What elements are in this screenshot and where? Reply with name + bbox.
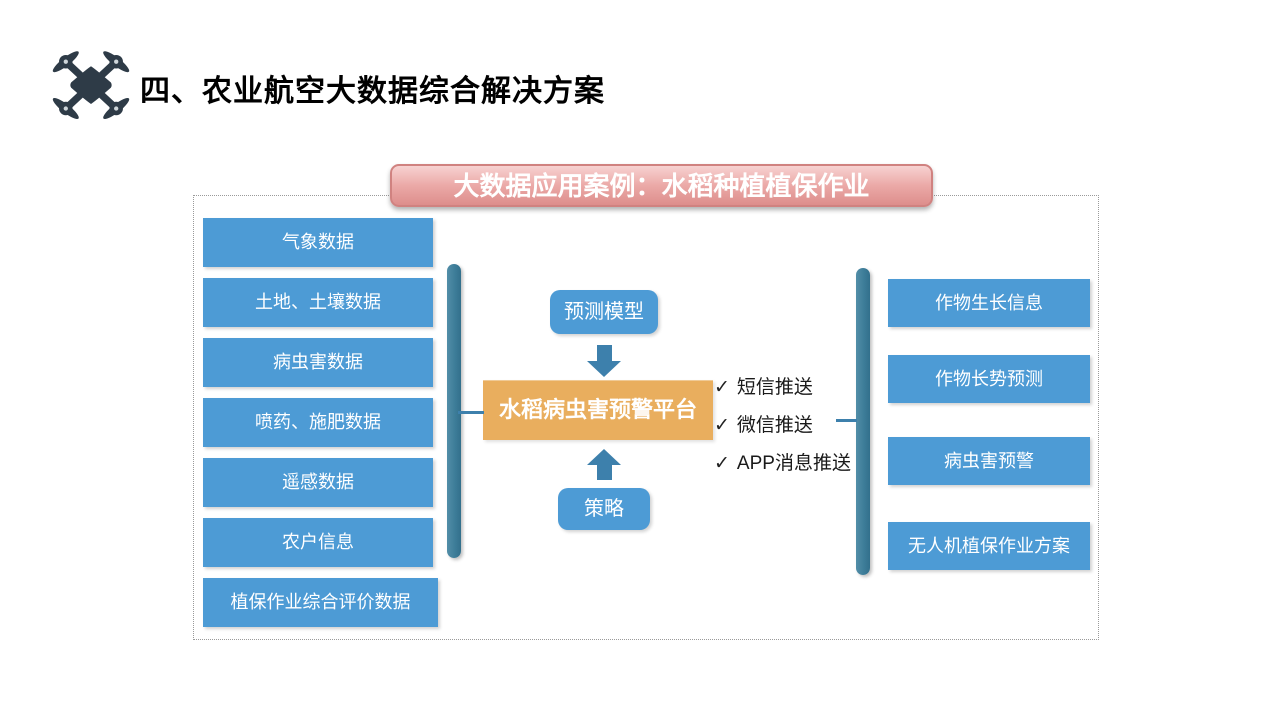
warning-platform-box: 水稻病虫害预警平台 bbox=[483, 380, 713, 440]
strategy-box: 策略 bbox=[558, 488, 650, 530]
push-item-wechat: ✓ 微信推送 bbox=[714, 410, 813, 437]
check-icon: ✓ bbox=[714, 453, 730, 474]
check-icon: ✓ bbox=[714, 377, 730, 398]
push-item-label: APP消息推送 bbox=[736, 453, 851, 474]
check-icon: ✓ bbox=[714, 415, 730, 436]
right-box-pest-warning: 病虫害预警 bbox=[888, 437, 1090, 485]
left-box-remote-sensing: 遥感数据 bbox=[203, 458, 433, 507]
push-item-label: 短信推送 bbox=[736, 377, 813, 398]
left-box-evaluation-data: 植保作业综合评价数据 bbox=[203, 578, 438, 627]
right-box-crop-growth-info: 作物生长信息 bbox=[888, 279, 1090, 327]
arrow-down-icon bbox=[597, 345, 612, 361]
right-box-crop-growth-predict: 作物长势预测 bbox=[888, 355, 1090, 403]
push-item-label: 微信推送 bbox=[736, 415, 813, 436]
left-box-land-soil-data: 土地、土壤数据 bbox=[203, 278, 433, 327]
case-banner: 大数据应用案例：水稻种植植保作业 bbox=[390, 164, 933, 207]
push-item-sms: ✓ 短信推送 bbox=[714, 372, 813, 399]
prediction-model-box: 预测模型 bbox=[550, 290, 658, 334]
arrow-up-icon bbox=[587, 449, 621, 465]
right-group-bar bbox=[856, 268, 870, 575]
left-box-weather-data: 气象数据 bbox=[203, 218, 433, 267]
left-box-spray-fertilize: 喷药、施肥数据 bbox=[203, 398, 433, 447]
left-box-farmer-info: 农户信息 bbox=[203, 518, 433, 567]
arrow-down-icon bbox=[587, 361, 621, 377]
arrow-up-icon bbox=[597, 465, 612, 480]
right-box-drone-operation-plan: 无人机植保作业方案 bbox=[888, 522, 1090, 570]
left-box-pest-data: 病虫害数据 bbox=[203, 338, 433, 387]
push-item-app: ✓ APP消息推送 bbox=[714, 448, 851, 475]
page-title: 四、农业航空大数据综合解决方案 bbox=[140, 75, 605, 108]
drone-icon bbox=[52, 51, 130, 119]
left-group-bar bbox=[447, 264, 461, 558]
left-connector-line bbox=[458, 411, 484, 414]
right-connector-line bbox=[836, 419, 857, 422]
